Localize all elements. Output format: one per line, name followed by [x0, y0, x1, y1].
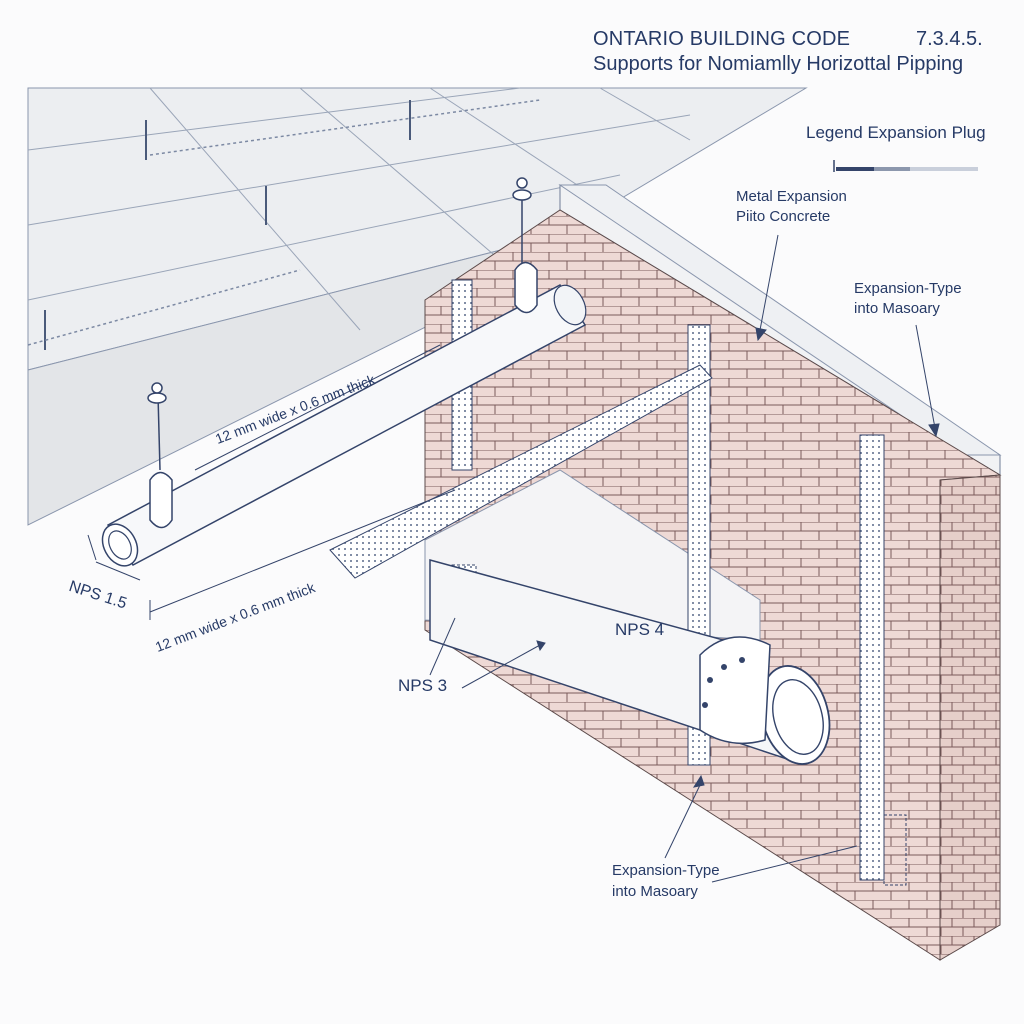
page-subtitle: Supports for Nomiamlly Horizottal Pippin… — [593, 53, 964, 75]
wall-strap-right — [859, 434, 885, 881]
code-section-number: 7.3.4.5. — [916, 28, 983, 50]
legend-swatch — [833, 160, 978, 172]
pipe-upper — [101, 284, 587, 567]
masonry-wall-front — [939, 474, 1001, 961]
callout-metal-expansion: Metal Expansion Piito Concrete — [736, 187, 847, 227]
dimension-lines — [87, 344, 456, 620]
callout-masonry-bottom-line1: Expansion-Type — [612, 862, 720, 879]
legend-label: Legend Expansion Plug — [806, 123, 986, 142]
page-title: ONTARIO BUILDING CODE — [593, 28, 851, 50]
callout-masonry-top: Expansion-Type into Masoary — [854, 279, 962, 319]
pipe-label-nps-4: NPS 4 — [615, 620, 665, 639]
pipe-label-nps-3: NPS 3 — [398, 676, 448, 695]
rebar-chairs — [44, 100, 411, 350]
leader-lines — [429, 234, 940, 883]
pipe-hangers — [147, 177, 538, 529]
callout-masonry-bottom: Expansion-Type into Masoary — [612, 860, 720, 902]
pipe-lower — [429, 559, 831, 765]
callout-masonry-bottom-line2: into Masoary — [612, 883, 698, 900]
callout-masonry-top-line2: into Masoary — [854, 300, 940, 317]
callout-metal-expansion-line1: Metal Expansion — [736, 188, 847, 205]
callout-masonry-top-line1: Expansion-Type — [854, 280, 962, 297]
slab-grid — [27, 87, 691, 331]
perforated-strap — [329, 364, 713, 579]
callout-metal-expansion-line2: Piito Concrete — [736, 208, 831, 225]
